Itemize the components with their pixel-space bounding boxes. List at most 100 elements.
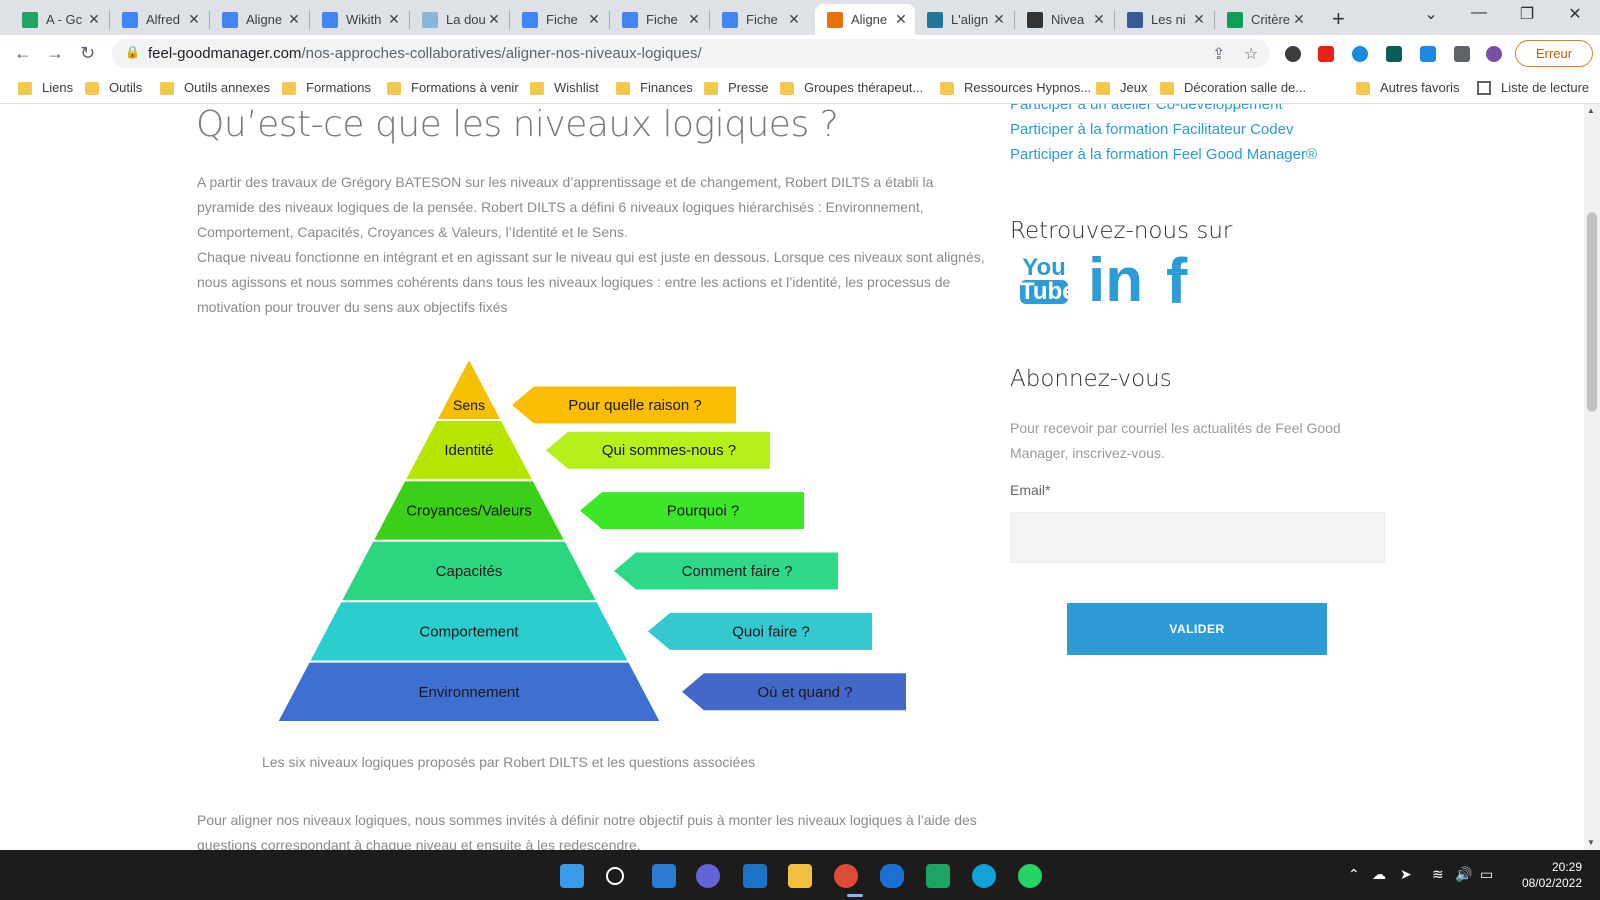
- whatsapp-icon[interactable]: [1018, 864, 1042, 888]
- bookmark-item[interactable]: Jeux: [1096, 80, 1147, 95]
- file-explorer-icon[interactable]: [788, 864, 812, 888]
- browser-tab[interactable]: Fiche✕: [510, 4, 608, 35]
- forward-arrow-icon[interactable]: →: [46, 43, 64, 63]
- bookmark-item[interactable]: Groupes thérapeut...: [780, 80, 923, 95]
- volume-icon[interactable]: 🔊: [1455, 866, 1473, 882]
- close-tab-icon[interactable]: ✕: [388, 11, 400, 27]
- question-label: Pour quelle raison ?: [568, 397, 701, 414]
- search-icon[interactable]: [606, 867, 624, 885]
- close-tab-icon[interactable]: ✕: [788, 11, 800, 27]
- menu-dots-icon[interactable]: ⋮: [1594, 44, 1600, 64]
- bookmark-item[interactable]: Autres favoris: [1356, 80, 1459, 95]
- bookmark-item[interactable]: Formations à venir: [387, 80, 519, 95]
- share-icon[interactable]: ⇪: [1212, 46, 1226, 63]
- battery-icon[interactable]: ▭: [1480, 866, 1494, 882]
- bookmark-item[interactable]: Décoration salle de...: [1160, 80, 1306, 95]
- scroll-up-icon[interactable]: ▲: [1587, 106, 1595, 115]
- submit-button[interactable]: VALIDER: [1067, 603, 1327, 655]
- browser-tab[interactable]: Alfred✕: [110, 4, 208, 35]
- facebook-icon[interactable]: f: [1166, 245, 1188, 317]
- back-arrow-icon[interactable]: ←: [14, 43, 32, 63]
- extension-icon[interactable]: [1285, 46, 1301, 62]
- browser-tab[interactable]: Critère✕: [1215, 4, 1313, 35]
- error-button[interactable]: Erreur: [1515, 40, 1593, 67]
- windows-taskbar: ⌃ ☁ ➤ ≋ 🔊 ▭ 20:29 08/02/2022: [0, 850, 1600, 900]
- close-tab-icon[interactable]: ✕: [1293, 11, 1305, 27]
- system-clock[interactable]: 20:29 08/02/2022: [1510, 859, 1582, 891]
- close-tab-icon[interactable]: ✕: [188, 11, 200, 27]
- bookmark-item[interactable]: Liste de lecture: [1477, 80, 1589, 95]
- close-tab-icon[interactable]: ✕: [1093, 11, 1105, 27]
- sidebar-link-codev[interactable]: Participer à un atelier Co-développement: [1010, 104, 1283, 113]
- reload-icon[interactable]: ↻: [80, 43, 96, 63]
- article-title: Qu’est-ce que les niveaux logiques ?: [196, 104, 839, 145]
- grammarly-extension-icon[interactable]: [1352, 46, 1368, 62]
- browser-tab[interactable]: Nivea✕: [1015, 4, 1113, 35]
- bookmark-item[interactable]: Ressources Hypnos...: [940, 80, 1091, 95]
- mail-icon[interactable]: [743, 864, 767, 888]
- google-drive-icon[interactable]: [926, 864, 950, 888]
- cloud-icon[interactable]: ☁: [1372, 866, 1386, 882]
- browser-tab[interactable]: Fiche✕: [610, 4, 708, 35]
- scrollbar-thumb[interactable]: [1587, 212, 1597, 412]
- location-icon[interactable]: ➤: [1400, 866, 1412, 882]
- bookmark-item[interactable]: Liens: [18, 80, 73, 95]
- youtube-icon[interactable]: You Tube: [1020, 254, 1076, 305]
- bookmark-item[interactable]: Presse: [704, 80, 768, 95]
- youtube-extension-icon[interactable]: [1318, 46, 1334, 62]
- teams-chat-icon[interactable]: [696, 864, 720, 888]
- linkedin-icon[interactable]: in: [1088, 246, 1144, 315]
- puzzle-icon[interactable]: [1454, 46, 1470, 62]
- question-label: Pourquoi ?: [667, 503, 740, 520]
- browser-tab[interactable]: La dou✕: [410, 4, 508, 35]
- close-tab-icon[interactable]: ✕: [895, 11, 907, 27]
- scroll-down-icon[interactable]: ▼: [1587, 838, 1595, 847]
- start-windows-icon[interactable]: [560, 864, 584, 888]
- onedrive-icon[interactable]: [880, 864, 904, 888]
- close-tab-icon[interactable]: ✕: [488, 11, 500, 27]
- email-field[interactable]: [1010, 512, 1385, 563]
- browser-tab[interactable]: Aligne✕: [210, 4, 308, 35]
- chevron-up-icon[interactable]: ⌃: [1348, 866, 1360, 882]
- tab-separator: [409, 11, 410, 29]
- bookmark-star-icon[interactable]: ☆: [1244, 46, 1259, 63]
- bookmark-item[interactable]: Outils: [85, 80, 142, 95]
- browser-tab[interactable]: A - Gc✕: [10, 4, 108, 35]
- profile-avatar[interactable]: [1486, 46, 1502, 62]
- bookmark-item[interactable]: Outils annexes: [160, 80, 270, 95]
- close-tab-icon[interactable]: ✕: [588, 11, 600, 27]
- close-tab-icon[interactable]: ✕: [688, 11, 700, 27]
- sidebar-link-feelgood[interactable]: Participer à la formation Feel Good Mana…: [1010, 146, 1318, 163]
- close-window-button[interactable]: ✕: [1568, 6, 1582, 23]
- wifi-icon[interactable]: ≋: [1432, 866, 1444, 882]
- tab-separator: [109, 11, 110, 29]
- bookmark-item[interactable]: Wishlist: [530, 80, 599, 95]
- edge-icon[interactable]: [972, 864, 996, 888]
- browser-tab[interactable]: Wikith✕: [310, 4, 408, 35]
- new-tab-button[interactable]: +: [1332, 6, 1345, 31]
- youtube-line2: Tube: [1020, 278, 1076, 305]
- browser-tab[interactable]: L'align✕: [915, 4, 1013, 35]
- close-tab-icon[interactable]: ✕: [1193, 11, 1205, 27]
- close-tab-icon[interactable]: ✕: [88, 11, 100, 27]
- restore-button[interactable]: ❐: [1519, 6, 1535, 23]
- bookmark-item[interactable]: Finances: [616, 80, 693, 95]
- address-bar[interactable]: 🔒 feel-goodmanager.com/nos-approches-col…: [112, 39, 1270, 68]
- page-scrollbar[interactable]: ▲ ▼: [1584, 104, 1600, 850]
- lock-icon[interactable]: 🔒: [125, 45, 140, 59]
- sidebar-link-facilitateur[interactable]: Participer à la formation Facilitateur C…: [1010, 121, 1294, 138]
- bookmark-item[interactable]: Formations: [282, 80, 371, 95]
- chrome-icon[interactable]: [834, 864, 858, 888]
- tab-search-icon[interactable]: ⌄: [1424, 6, 1438, 23]
- widgets-icon[interactable]: [652, 864, 676, 888]
- extension-icon[interactable]: [1420, 46, 1436, 62]
- browser-tab[interactable]: Aligne✕: [815, 4, 915, 35]
- browser-tab[interactable]: Fiche✕: [710, 4, 808, 35]
- youtube-line1: You: [1022, 254, 1066, 281]
- minimize-button[interactable]: —: [1471, 4, 1487, 21]
- close-tab-icon[interactable]: ✕: [993, 11, 1005, 27]
- extension-icon[interactable]: [1386, 46, 1402, 62]
- url-text[interactable]: feel-goodmanager.com/nos-approches-colla…: [148, 45, 702, 62]
- browser-tab[interactable]: Les ni✕: [1115, 4, 1213, 35]
- close-tab-icon[interactable]: ✕: [288, 11, 300, 27]
